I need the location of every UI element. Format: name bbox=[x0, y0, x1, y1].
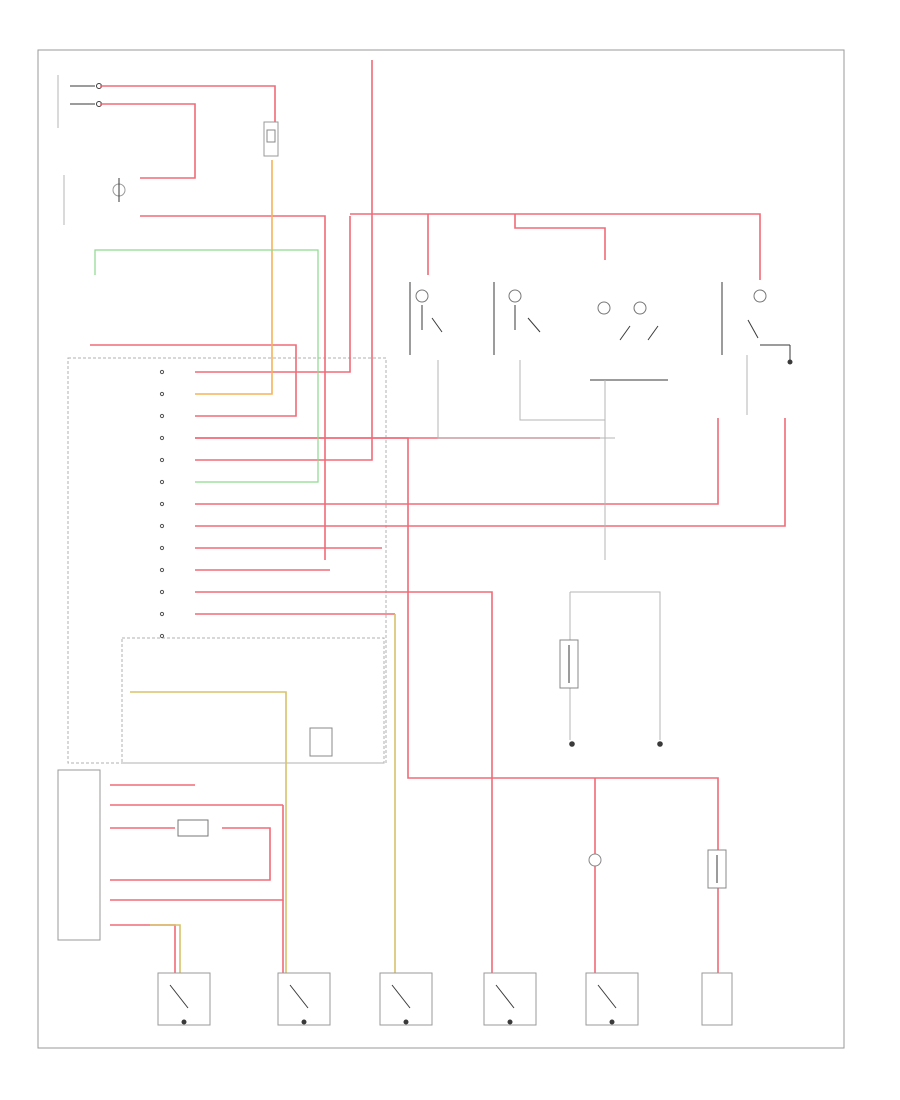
map-lamp bbox=[63, 175, 126, 225]
yellow-wires bbox=[130, 614, 396, 975]
trunk-and-cargo-lamps bbox=[588, 849, 727, 889]
orange-wire bbox=[195, 160, 273, 395]
switch-module-outline bbox=[67, 357, 387, 764]
fuse-block-small bbox=[263, 121, 279, 157]
inline-fuse bbox=[177, 819, 209, 837]
lamp-control-relay bbox=[559, 639, 579, 689]
keyless-entry-module bbox=[57, 769, 101, 941]
gray-return-wires bbox=[437, 355, 748, 740]
diode-box bbox=[309, 727, 333, 757]
connector-pins bbox=[159, 369, 165, 639]
green-wire bbox=[94, 249, 319, 483]
page-border bbox=[37, 49, 845, 1049]
ground-symbols bbox=[312, 741, 663, 755]
red-wires bbox=[90, 60, 786, 975]
connector-box bbox=[121, 637, 385, 764]
door-jamb-switches bbox=[157, 972, 733, 1026]
top-left-switch-group bbox=[57, 75, 102, 128]
courtesy-lamp-units bbox=[409, 282, 793, 381]
